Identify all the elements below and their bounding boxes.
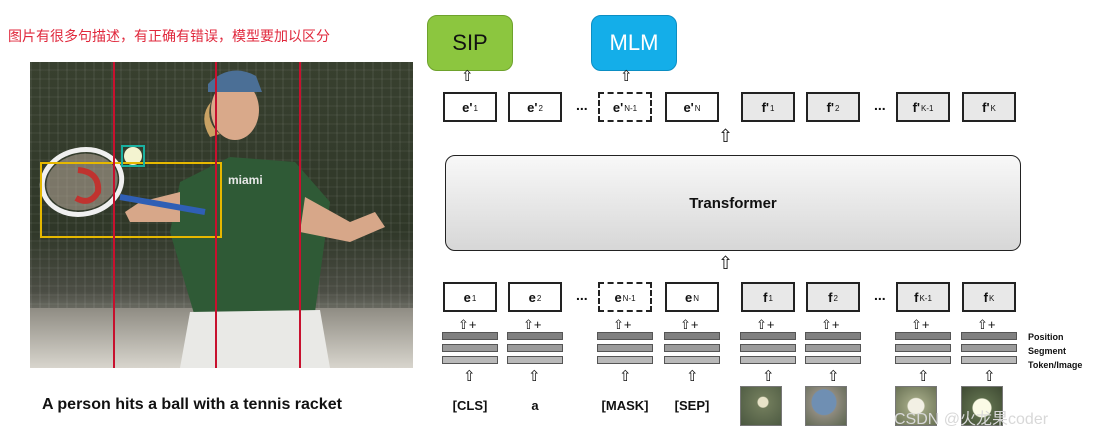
sum-arrow-4-icon: ⇧+	[680, 317, 699, 332]
ball-bounding-box	[121, 145, 145, 167]
output-token-eN-1: e'N-1	[598, 92, 652, 122]
input-ellipsis-text: ...	[576, 287, 588, 303]
word-sep: [SEP]	[674, 398, 710, 413]
embedding-stack-6	[805, 332, 861, 364]
racket-bounding-box	[40, 162, 222, 238]
layer-label-position: Position	[1028, 332, 1064, 342]
layer-label-token-image: Token/Image	[1028, 360, 1083, 370]
player-left-arm	[125, 192, 180, 222]
input-arrow-3-icon: ⇧	[619, 368, 632, 385]
output-token-eN: e'N	[665, 92, 719, 122]
sum-arrow-5-icon: ⇧+	[756, 317, 775, 332]
region-thumbnail-1	[740, 386, 782, 426]
racket-logo	[74, 167, 102, 204]
player-right-arm	[300, 197, 385, 242]
racket-strings	[46, 153, 118, 211]
input-ellipsis-image: ...	[874, 287, 886, 303]
sip-arrow-icon: ⇧	[461, 68, 474, 85]
embedding-stack-3	[597, 332, 653, 364]
embedding-stack-4	[664, 332, 720, 364]
sum-arrow-1-icon: ⇧+	[458, 317, 477, 332]
tennis-player-illustration: miami	[39, 62, 385, 368]
embedding-stack-1	[442, 332, 498, 364]
player-head	[211, 80, 259, 140]
sum-arrow-2-icon: ⇧+	[523, 317, 542, 332]
player-hair	[204, 102, 220, 137]
annotation-text: 图片有很多句描述，有正确有错误，模型要加以区分	[8, 29, 330, 45]
sum-arrow-3-icon: ⇧+	[613, 317, 632, 332]
sum-arrow-7-icon: ⇧+	[911, 317, 930, 332]
input-arrow-1-icon: ⇧	[463, 368, 476, 385]
output-token-f1: f'1	[741, 92, 795, 122]
embedding-stack-8	[961, 332, 1017, 364]
word-a: a	[531, 398, 539, 413]
output-token-e1: e'1	[443, 92, 497, 122]
output-token-fK-1: f'K-1	[896, 92, 950, 122]
transformer-block: Transformer	[445, 155, 1021, 251]
player-shirt	[170, 157, 330, 317]
output-token-e2: e'2	[508, 92, 562, 122]
embedding-stack-7	[895, 332, 951, 364]
output-token-f2: f'2	[806, 92, 860, 122]
transformer-in-arrow-icon: ⇧	[718, 253, 734, 273]
input-arrow-7-icon: ⇧	[917, 368, 930, 385]
word-mask: [MASK]	[601, 398, 649, 413]
player-cap	[208, 70, 262, 92]
sum-arrow-6-icon: ⇧+	[821, 317, 840, 332]
shirt-logo: miami	[228, 173, 263, 187]
input-arrow-4-icon: ⇧	[686, 368, 699, 385]
layer-label-segment: Segment	[1028, 346, 1067, 356]
output-token-fK: f'K	[962, 92, 1016, 122]
sum-arrow-8-icon: ⇧+	[977, 317, 996, 332]
input-arrow-5-icon: ⇧	[762, 368, 775, 385]
transformer-out-arrow-icon: ⇧	[718, 126, 734, 146]
mlm-task-box: MLM	[591, 15, 677, 71]
embedding-stack-5	[740, 332, 796, 364]
output-ellipsis-image: ...	[874, 97, 886, 113]
tennis-ball	[124, 147, 142, 165]
tennis-photo: miami	[30, 62, 413, 368]
word-cls: [CLS]	[452, 398, 488, 413]
mlm-arrow-icon: ⇧	[620, 68, 633, 85]
region-thumbnail-3	[895, 386, 937, 426]
input-arrow-6-icon: ⇧	[827, 368, 840, 385]
region-thumbnail-2	[805, 386, 847, 426]
embedding-stack-2	[507, 332, 563, 364]
input-arrow-8-icon: ⇧	[983, 368, 996, 385]
output-ellipsis-text: ...	[576, 97, 588, 113]
region-thumbnail-4	[961, 386, 1003, 426]
sip-task-box: SIP	[427, 15, 513, 71]
watermark: CSDN @火龙果coder	[894, 411, 1049, 428]
racket-frame	[39, 147, 125, 217]
racket-handle	[119, 194, 206, 215]
input-arrow-2-icon: ⇧	[528, 368, 541, 385]
player-shorts	[180, 310, 330, 368]
image-caption: A person hits a ball with a tennis racke…	[42, 396, 342, 413]
